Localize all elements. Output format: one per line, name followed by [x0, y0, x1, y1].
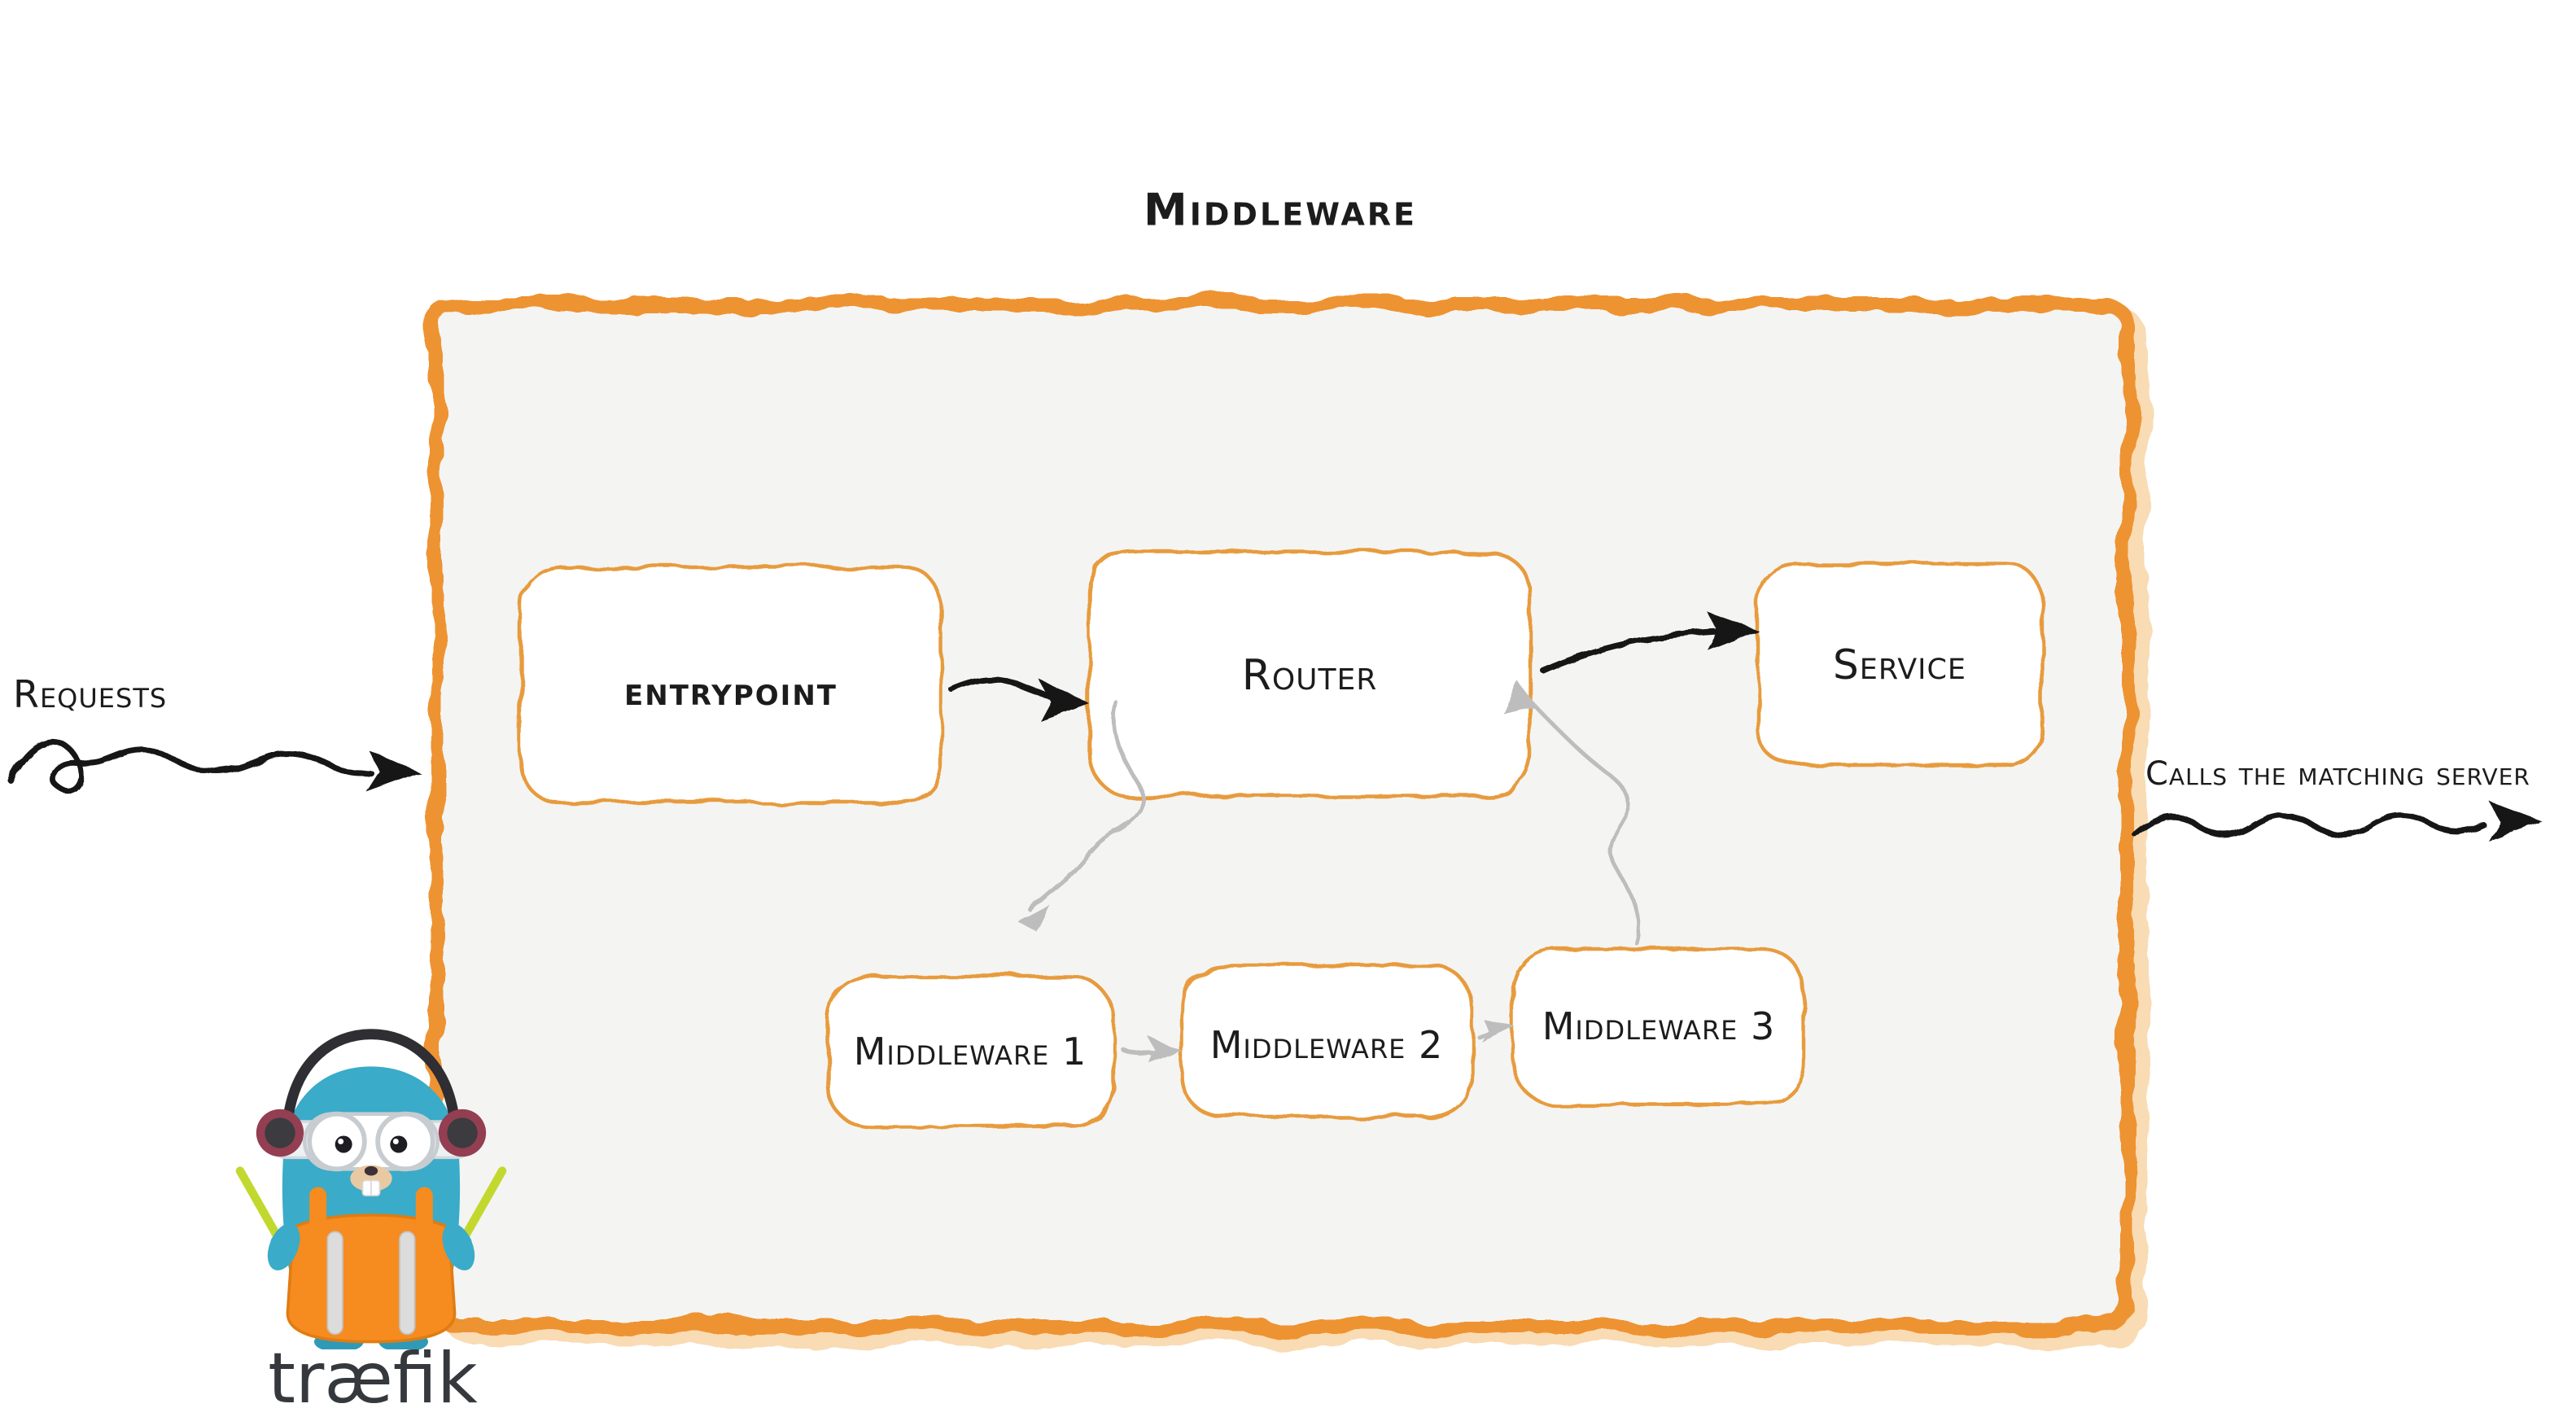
gopher-right-hand: [453, 1233, 472, 1253]
gopher-left-hand: [270, 1233, 290, 1253]
middleware2-to-middleware3-arrowhead: [1482, 1019, 1515, 1043]
requests-annotation: Requests: [13, 672, 168, 716]
router-to-middleware1-arrow: [1028, 701, 1145, 912]
right-baton: [457, 1166, 507, 1246]
middleware3-label: Middleware 3: [1542, 1004, 1776, 1048]
middleware1-to-middleware2-arrowhead: [1148, 1038, 1182, 1063]
left-baton: [235, 1166, 285, 1246]
traefik-gopher-logo: [235, 1029, 507, 1349]
router-box: [1087, 549, 1533, 798]
safety-vest: [286, 1213, 457, 1344]
headphones-right-cup-pad: [447, 1117, 478, 1148]
diagram-title: Middleware: [1144, 184, 1417, 236]
gopher-muzzle: [350, 1165, 392, 1192]
entrypoint-to-router-arrow: [947, 676, 1056, 700]
vest-right-stripe: [399, 1231, 416, 1336]
middleware2-box: [1179, 963, 1474, 1119]
gray-arrows: [1018, 682, 1642, 1063]
calls-arrow: [2131, 811, 2486, 838]
requests-arrowhead: [366, 750, 420, 792]
traefik-wordmark: træfik: [268, 1338, 478, 1408]
gopher-nose: [364, 1165, 378, 1176]
black-arrows: [7, 612, 2541, 840]
vest-left-stripe: [326, 1231, 343, 1336]
calls-annotation: Calls the matching server: [2145, 755, 2530, 793]
headphones-left-cup-pad: [265, 1117, 295, 1148]
middleware-container: [429, 297, 2148, 1345]
entrypoint-label: entrypoint: [624, 669, 838, 715]
left-pupil: [335, 1135, 352, 1153]
middleware1-label: Middleware 1: [853, 1030, 1087, 1073]
service-label: Service: [1832, 641, 1967, 689]
right-pupil: [390, 1135, 408, 1153]
entrypoint-to-router-arrowhead: [1039, 680, 1087, 719]
calls-arrowhead: [2487, 801, 2541, 840]
middleware1-box: [824, 974, 1116, 1129]
left-eye-glint: [338, 1139, 344, 1144]
service-box: [1756, 561, 2044, 767]
middleware3-to-router-arrowhead: [1504, 682, 1537, 715]
headphones-band: [282, 1029, 461, 1127]
middleware2-label: Middleware 2: [1209, 1023, 1444, 1067]
router-to-service-arrowhead: [1707, 612, 1758, 650]
right-eye-glint: [392, 1139, 399, 1144]
router-to-service-arrow: [1540, 628, 1729, 674]
middleware3-to-router-arrow: [1523, 693, 1642, 947]
router-label: Router: [1241, 651, 1378, 700]
router-to-middleware1-arrowhead: [1018, 905, 1050, 932]
node-boxes: [518, 549, 2044, 1129]
entrypoint-box: [518, 564, 943, 805]
requests-arrow: [7, 738, 374, 794]
